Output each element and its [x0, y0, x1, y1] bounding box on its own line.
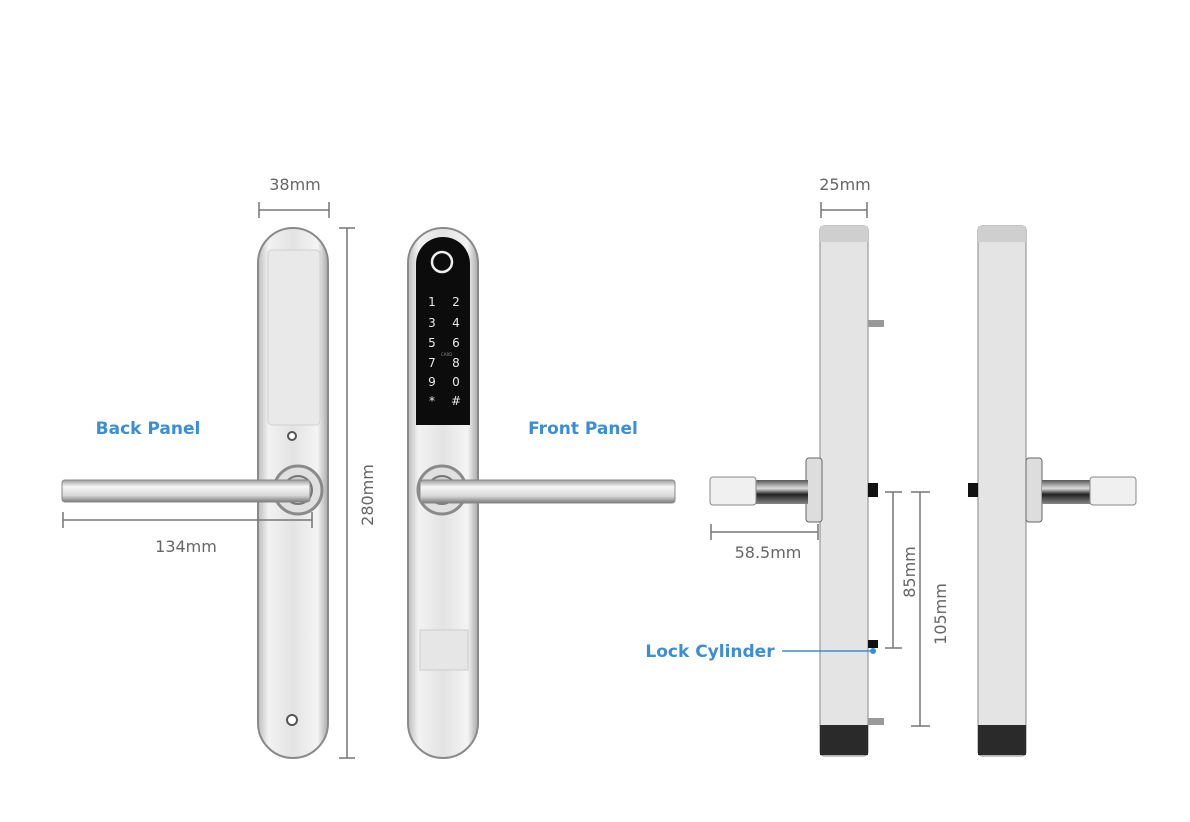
dim-back-width: 38mm — [269, 175, 321, 194]
key-1: 1 — [428, 295, 436, 309]
dim-105: 105mm — [931, 583, 950, 645]
front-panel: 1 2 3 4 5 6 7 8 9 0 * # CARD — [407, 227, 676, 759]
side-view-right — [968, 225, 1137, 757]
key-7: 7 — [428, 356, 436, 370]
key-star: * — [429, 394, 435, 408]
card-area — [419, 629, 469, 671]
key-2: 2 — [452, 295, 460, 309]
key-hash: # — [451, 394, 461, 408]
fingerprint-sensor-icon — [430, 250, 454, 274]
keypad-screen — [416, 237, 470, 425]
handle-lever — [419, 479, 676, 504]
key-5: 5 — [428, 336, 436, 350]
key-3: 3 — [428, 316, 436, 330]
card-mark: CARD — [441, 352, 452, 357]
dim-height: 280mm — [358, 464, 377, 526]
side-view-left — [709, 225, 884, 757]
back-panel — [61, 227, 329, 759]
dim-side-width: 25mm — [819, 175, 871, 194]
dim-handle-length: 134mm — [155, 537, 217, 556]
dim-85: 85mm — [900, 546, 919, 598]
front-panel-label: Front Panel — [528, 419, 638, 439]
dimension-lines — [62, 202, 930, 759]
handle-lever — [61, 479, 311, 503]
screw-hole-icon — [286, 714, 298, 726]
screw-hole-icon — [287, 431, 297, 441]
key-0: 0 — [452, 375, 460, 389]
key-9: 9 — [428, 375, 436, 389]
dim-spindle-length: 58.5mm — [735, 543, 802, 562]
key-6: 6 — [452, 336, 460, 350]
key-4: 4 — [452, 316, 460, 330]
back-panel-label: Back Panel — [96, 419, 201, 439]
key-8: 8 — [452, 356, 460, 370]
lock-cylinder-label: Lock Cylinder — [645, 642, 775, 662]
